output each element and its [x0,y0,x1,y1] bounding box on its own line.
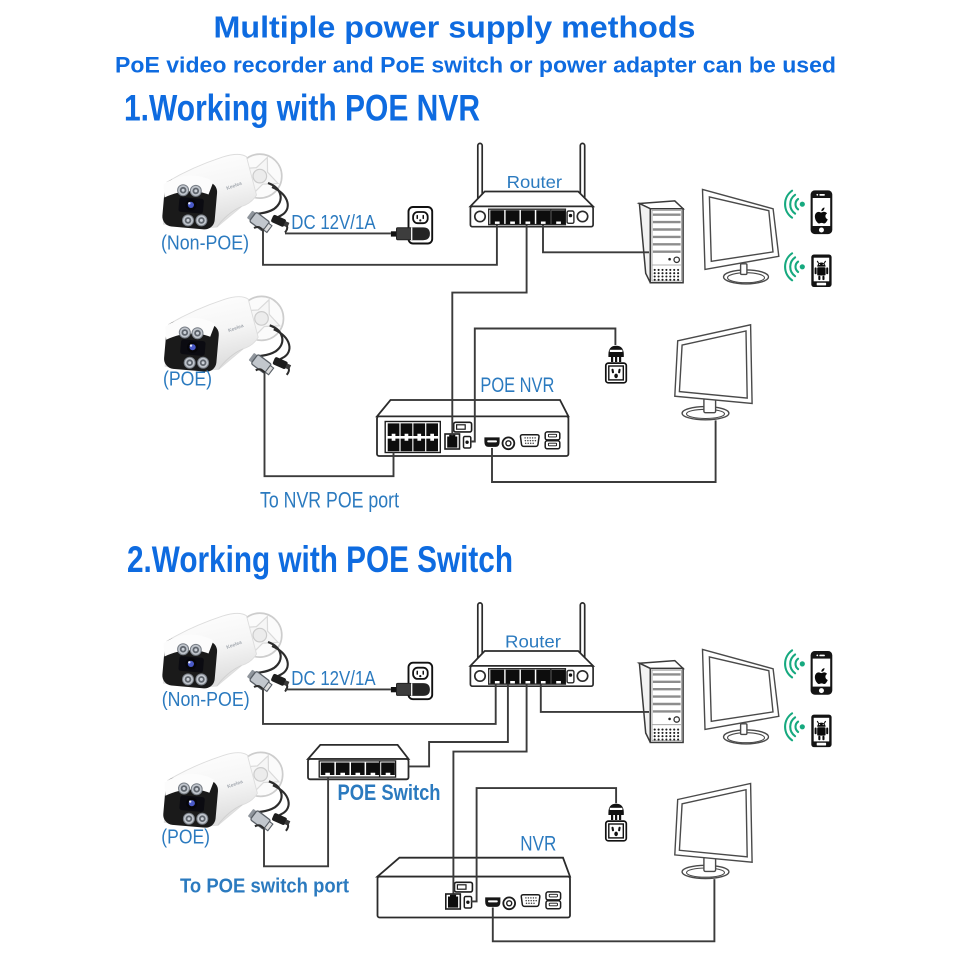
svg-text:(Non-POE): (Non-POE) [162,688,250,711]
svg-text:(Non-POE): (Non-POE) [161,231,249,254]
svg-text:Router: Router [505,632,561,652]
svg-text:(POE): (POE) [161,826,210,849]
svg-text:POE Switch: POE Switch [338,780,441,805]
svg-text:NVR: NVR [520,833,556,856]
svg-text:To POE switch port: To POE switch port [180,874,349,897]
svg-text:2.Working with POE Switch: 2.Working with POE Switch [127,539,513,580]
svg-text:To NVR POE port: To NVR POE port [260,488,399,513]
svg-text:Multiple power supply methods: Multiple power supply methods [214,10,696,45]
svg-text:DC 12V/1A: DC 12V/1A [291,211,376,234]
svg-text:POE NVR: POE NVR [480,374,554,397]
svg-text:1.Working with POE NVR: 1.Working with POE NVR [124,88,480,129]
svg-text:Router: Router [507,172,563,192]
svg-text:(POE): (POE) [163,368,212,391]
svg-text:DC 12V/1A: DC 12V/1A [291,667,376,690]
svg-text:PoE video recorder and PoE swi: PoE video recorder and PoE switch or pow… [115,53,836,78]
